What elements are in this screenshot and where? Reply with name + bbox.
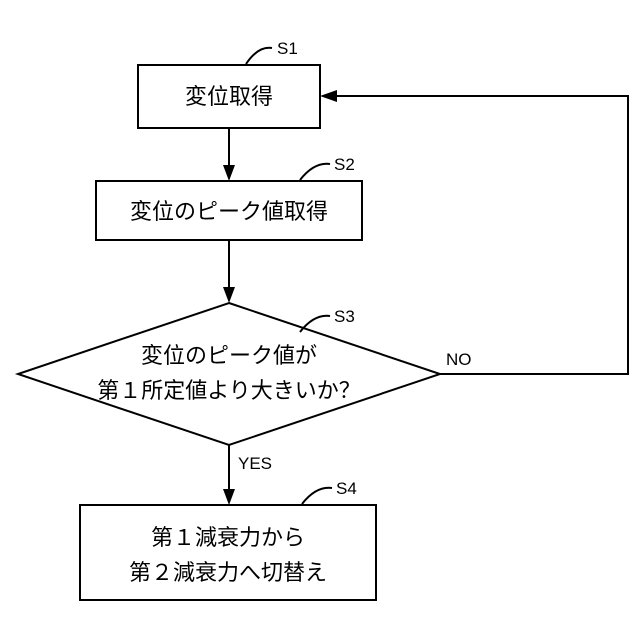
step-s1-text: 変位取得 (185, 84, 273, 109)
no-branch-label: NO (446, 350, 472, 369)
step-s4-text-line2: 第２減衰力へ切替え (129, 560, 327, 585)
arrowhead-s1-s2 (223, 165, 235, 181)
step-s1-label-leader (246, 48, 272, 64)
decision-s3-text-line2: 第１所定値より大きいか？ (97, 378, 361, 403)
yes-branch-label: YES (238, 454, 272, 473)
step-s4-label: S4 (336, 479, 357, 498)
step-s1-label: S1 (277, 39, 298, 58)
step-s4-label-leader (302, 488, 332, 504)
no-branch-loop (330, 96, 628, 374)
decision-s3-text-line1: 変位のピーク値が (141, 343, 317, 368)
step-s2-label: S2 (334, 155, 355, 174)
step-s2-label-leader (300, 164, 330, 180)
step-s4-text-line1: 第１減衰力から (151, 525, 305, 550)
arrowhead-no-branch (320, 90, 337, 102)
step-s2-text: 変位のピーク値取得 (130, 199, 328, 224)
step-s4-box (80, 505, 376, 600)
arrowhead-s2-s3 (223, 287, 235, 303)
decision-s3-label: S3 (334, 307, 355, 326)
arrowhead-yes-branch (223, 489, 235, 505)
decision-s3-diamond (18, 303, 440, 445)
